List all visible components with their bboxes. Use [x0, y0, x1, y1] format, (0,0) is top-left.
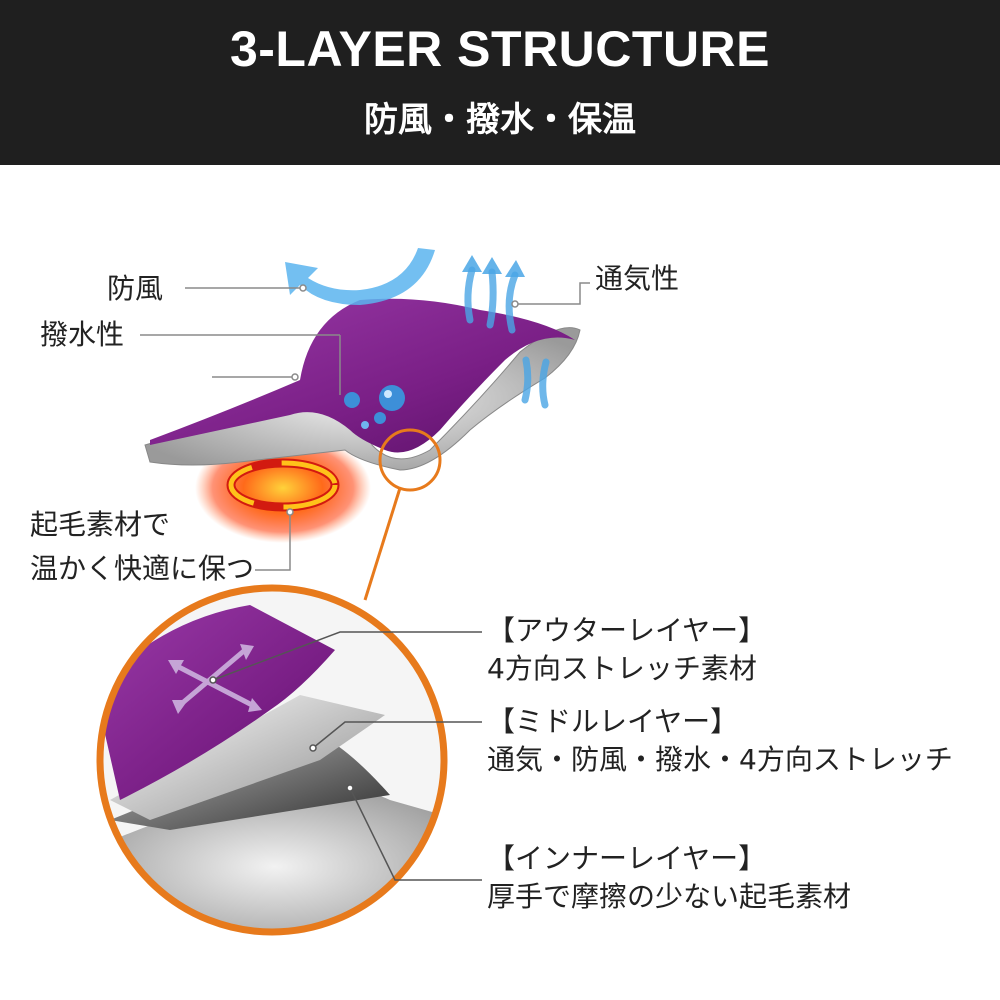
layer-inner-desc: 厚手で摩擦の少ない起毛素材	[487, 879, 852, 913]
callout-warmth-line1: 起毛素材で	[30, 508, 171, 541]
callout-breathable: 通気性	[595, 262, 680, 295]
layer-inner-heading: 【インナーレイヤー】	[487, 842, 767, 875]
outer-fabric	[150, 298, 575, 453]
layer-outer-desc: 4方向ストレッチ素材	[487, 651, 757, 685]
layer-middle: 【ミドルレイヤー】 通気・防風・撥水・4方向ストレッチ	[487, 703, 953, 779]
air-flow-arrows-icon	[464, 266, 550, 409]
zoom-detail	[96, 584, 448, 936]
page-title: 3-LAYER STRUCTURE	[229, 21, 771, 77]
fabric-diagram	[96, 248, 590, 936]
layer-outer-heading: 【アウターレイヤー】	[487, 614, 767, 647]
callout-water-repellent: 撥水性	[40, 318, 125, 351]
header-banner	[0, 0, 1000, 165]
wind-arrow-icon	[285, 248, 435, 305]
water-droplet-icon	[344, 385, 405, 429]
page-subtitle: 防風・撥水・保温	[364, 100, 636, 140]
heat-circulation-icon	[226, 458, 340, 512]
layer-middle-desc: 通気・防風・撥水・4方向ストレッチ	[487, 742, 953, 776]
layer-outer: 【アウターレイヤー】 4方向ストレッチ素材	[487, 612, 766, 688]
zoom-indicator-small	[378, 428, 442, 492]
layer-inner: 【インナーレイヤー】 厚手で摩擦の少ない起毛素材	[487, 840, 851, 916]
callout-windproof: 防風	[107, 272, 164, 305]
callout-warmth-line2: 温かく快適に保つ	[30, 552, 255, 585]
layer-middle-heading: 【ミドルレイヤー】	[487, 705, 739, 738]
